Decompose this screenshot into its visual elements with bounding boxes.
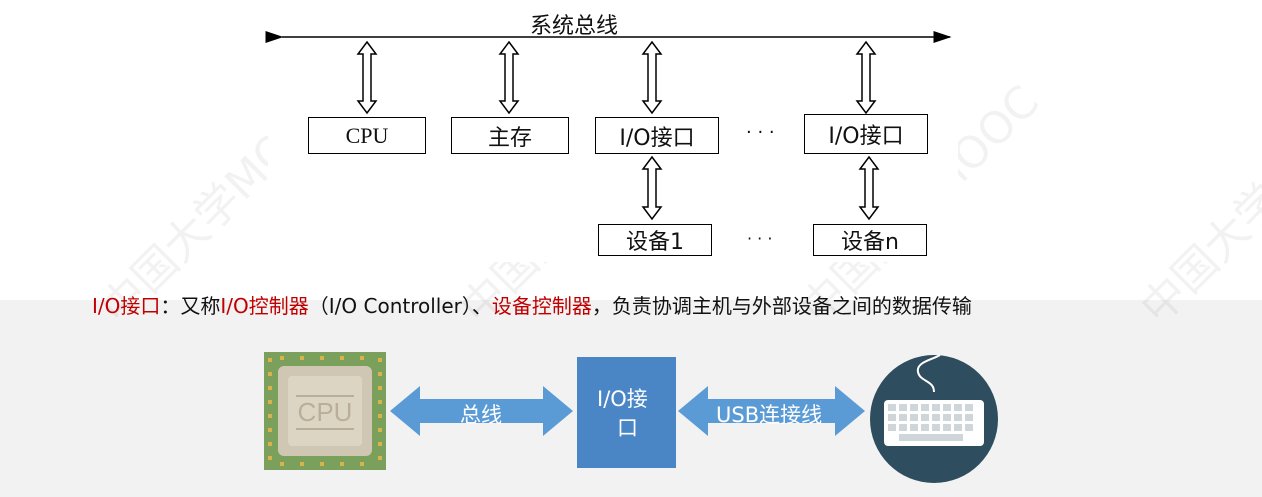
io-block-label-line2: 口 [617,416,638,440]
device-1-label: 设备1 [626,230,684,255]
io-interface-label-n: I/O接口 [828,124,904,149]
definition-sentence: I/O接口：又称I/O控制器（I/O Controller）、设备控制器，负责协… [92,290,972,319]
io1-device1-arrow [641,155,663,221]
system-bus-label: 系统总线 [530,14,619,39]
term-io-controller: I/O控制器 [220,294,309,318]
io-interface-box-1: I/O接口 [595,117,719,154]
term-device-controller: 设备控制器 [491,294,592,318]
io-interface-label-1: I/O接口 [619,125,695,151]
bus-cpu-arrow [356,40,378,115]
bus-block-arrow [390,386,573,436]
usb-arrow-label: USB连接线 [716,403,823,427]
device-n-box: 设备n [813,224,927,256]
device-n-label: 设备n [841,230,899,255]
main-memory-box: 主存 [451,117,569,154]
ion-devicen-arrow [858,155,880,221]
cpu-chip-icon: CPU [264,352,386,470]
term-io-interface: I/O接口 [92,294,161,318]
cpu-box: CPU [308,117,426,154]
bus-ion-arrow [855,40,877,115]
definition-colon: ：又称 [160,294,221,318]
cpu-chip-label: CPU [298,397,353,427]
keyboard-icon [870,354,998,483]
bus-arrow-label: 总线 [460,403,502,427]
io-interface-block [577,357,676,468]
ellipsis-bottom: · · · [747,229,773,248]
io-block-label-line1: I/O接 [597,387,648,411]
definition-rest: ，负责协调主机与外部设备之间的数据传输 [591,294,972,318]
ellipsis-top: · · · [746,122,775,143]
bus-io1-arrow [641,40,663,115]
io-interface-box-n: I/O接口 [804,114,928,154]
definition-paren: （I/O Controller）、 [308,294,492,318]
bus-memory-arrow [498,40,520,115]
device-1-box: 设备1 [598,224,712,256]
main-memory-label: 主存 [487,125,532,151]
usb-block-arrow [678,386,865,436]
cpu-box-label: CPU [345,122,389,148]
